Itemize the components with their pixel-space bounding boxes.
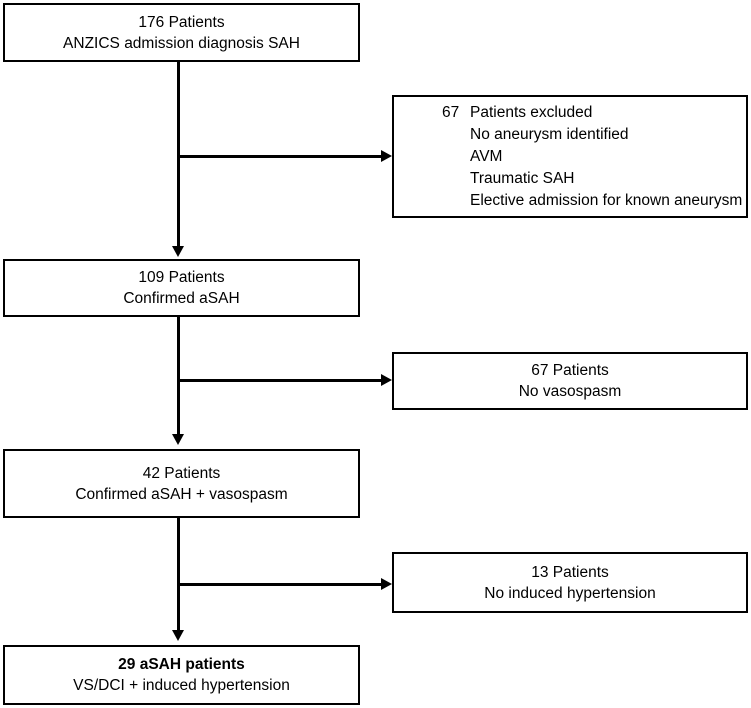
node-excluded-1-line-4: Traumatic SAH (470, 169, 575, 187)
node-excluded-3-line-1: 13 Patients (531, 563, 609, 581)
node-excluded-1-line-1: Patients excluded (470, 103, 593, 121)
connector-branch-excluded-1 (177, 155, 383, 158)
node-excluded-1-row: 67 Patients excluded No aneurysm identif… (442, 102, 742, 212)
arrowhead-branch-excluded-3 (381, 577, 392, 590)
node-confirmed-asah: 109 Patients Confirmed aSAH (3, 259, 360, 317)
connector-confirmed-to-vasospasm (177, 317, 180, 436)
node-excluded-2-line-1: 67 Patients (531, 362, 609, 379)
arrowhead-vasospasm-to-final (171, 630, 184, 641)
node-enrolled: 176 Patients ANZICS admission diagnosis … (3, 3, 360, 62)
arrowhead-branch-excluded-2 (381, 373, 392, 386)
node-excluded-2-line-2: No vasospasm (518, 383, 622, 400)
connector-branch-excluded-2 (177, 379, 383, 382)
node-excluded-3-line-2: No induced hypertension (484, 584, 656, 602)
node-excluded-1-line-3: AVM (470, 147, 503, 165)
node-asah-vasospasm-line-2: Confirmed aSAH + vasospasm (75, 485, 288, 503)
node-excluded-1-list: Patients excluded No aneurysm identified… (470, 102, 742, 212)
node-excluded-3: 13 Patients No induced hypertension (392, 552, 748, 613)
arrowhead-enrolled-to-confirmed (171, 246, 184, 257)
node-excluded-1-count: 67 (442, 103, 460, 121)
connector-vasospasm-to-final (177, 518, 180, 632)
node-confirmed-asah-line-2: Confirmed aSAH (123, 290, 240, 307)
arrowhead-branch-excluded-1 (381, 149, 392, 162)
node-final-cohort-line-1: 29 aSAH patients (118, 656, 245, 673)
node-excluded-2: 67 Patients No vasospasm (392, 352, 748, 410)
arrowhead-confirmed-to-vasospasm (171, 434, 184, 445)
node-excluded-1-line-5: Elective admission for known aneurysm (470, 191, 743, 209)
node-enrolled-line-2: ANZICS admission diagnosis SAH (63, 34, 300, 52)
node-final-cohort: 29 aSAH patients VS/DCI + induced hypert… (3, 645, 360, 705)
node-asah-vasospasm: 42 Patients Confirmed aSAH + vasospasm (3, 449, 360, 518)
connector-branch-excluded-3 (177, 583, 383, 586)
node-enrolled-line-1: 176 Patients (138, 13, 225, 31)
node-confirmed-asah-line-1: 109 Patients (138, 269, 225, 286)
node-excluded-1-line-2: No aneurysm identified (470, 125, 629, 143)
node-asah-vasospasm-line-1: 42 Patients (142, 464, 221, 482)
node-final-cohort-line-2: VS/DCI + induced hypertension (73, 677, 290, 694)
node-excluded-1: 67 Patients excluded No aneurysm identif… (392, 95, 748, 218)
